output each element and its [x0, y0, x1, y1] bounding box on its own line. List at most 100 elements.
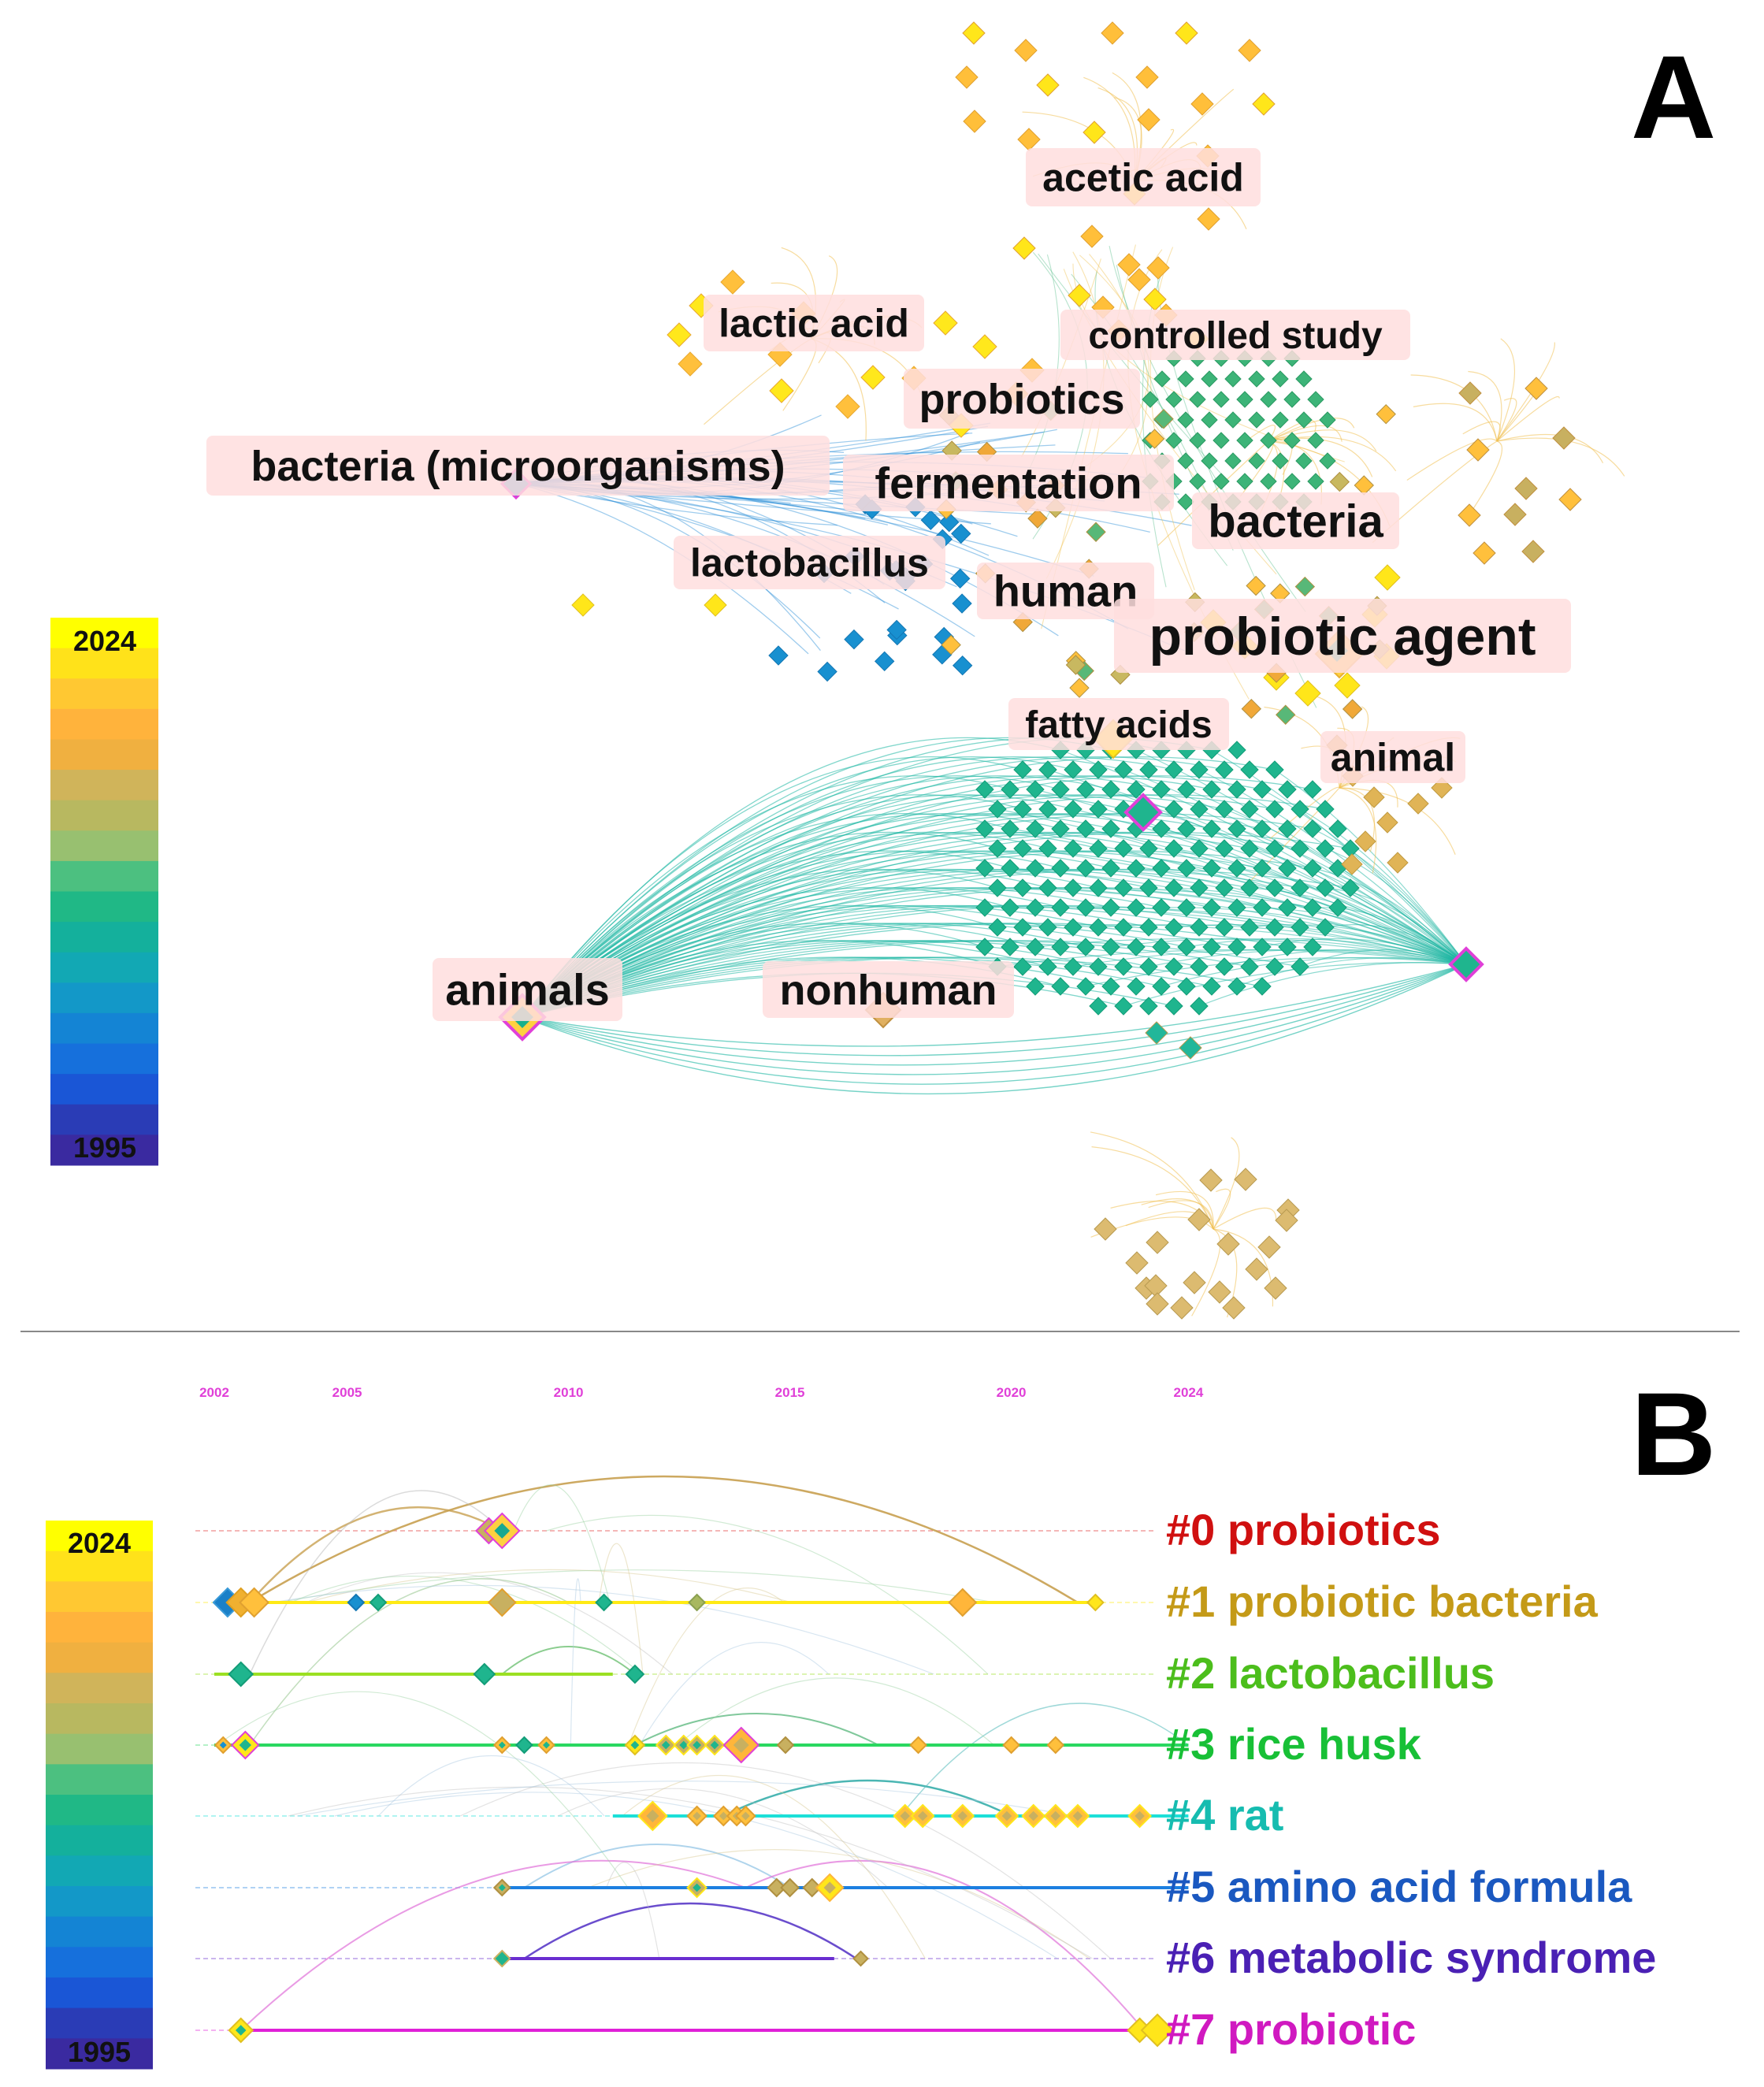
node: [1170, 1296, 1194, 1320]
timeline-node: [1140, 2013, 1175, 2048]
network-label-text: lactic acid: [719, 302, 909, 346]
legend-band: [50, 618, 158, 649]
node: [1164, 997, 1183, 1016]
node: [1187, 1208, 1211, 1231]
node: [1164, 878, 1183, 897]
node: [1238, 39, 1261, 62]
node: [1278, 819, 1297, 838]
node: [1177, 898, 1196, 917]
network-label: animals: [433, 958, 622, 1021]
node: [1240, 918, 1259, 937]
timeline-node-core: [494, 1523, 511, 1539]
node: [1272, 370, 1289, 388]
edge: [522, 886, 1263, 1018]
timeline-node: [1046, 1736, 1065, 1755]
legend-band: [50, 1104, 158, 1135]
node: [1139, 839, 1158, 858]
node: [1342, 699, 1363, 719]
node: [1275, 1209, 1298, 1232]
node: [1472, 541, 1496, 565]
node: [1026, 780, 1045, 799]
node: [1127, 780, 1146, 799]
timeline-arc: [249, 1490, 503, 1675]
edge: [1155, 1190, 1214, 1230]
legend-band: [46, 1886, 153, 1918]
node: [955, 65, 979, 89]
node: [1125, 1251, 1149, 1275]
edge: [1324, 924, 1467, 965]
timeline-arc: [570, 1578, 581, 1746]
node: [1319, 452, 1336, 470]
node: [1341, 853, 1363, 875]
label-background: [433, 958, 622, 1021]
node: [1189, 473, 1206, 490]
timeline-node: [776, 1736, 795, 1755]
network-label-text: lactobacillus: [690, 541, 929, 585]
node: [1234, 1168, 1257, 1191]
node: [952, 593, 972, 614]
label-background: [763, 961, 1014, 1018]
node: [1027, 508, 1048, 529]
node: [1051, 819, 1070, 838]
edge: [1109, 245, 1306, 612]
node: [1253, 977, 1272, 996]
edge: [1496, 342, 1555, 442]
timeline-node-core: [1050, 1810, 1061, 1821]
edge: [1469, 440, 1503, 514]
timeline-node: [595, 1593, 613, 1612]
network-label-text: fermentation: [875, 459, 1142, 508]
timeline-node-core: [498, 1884, 506, 1892]
node: [1064, 918, 1083, 937]
edge: [522, 964, 1467, 1047]
node: [1026, 859, 1045, 878]
node: [1127, 977, 1146, 996]
node: [1213, 473, 1230, 490]
node: [1215, 760, 1234, 779]
node: [1303, 859, 1322, 878]
node: [1283, 432, 1301, 449]
node: [1329, 471, 1350, 492]
node: [1236, 391, 1253, 408]
timeline-node: [688, 1593, 706, 1612]
node: [1101, 859, 1120, 878]
node: [1241, 698, 1262, 719]
node: [975, 859, 994, 878]
node: [1013, 957, 1032, 976]
edge: [1072, 949, 1467, 967]
legend-band: [46, 1764, 153, 1795]
timeline-node: [228, 1661, 254, 1688]
node: [975, 819, 994, 838]
legend-band: [46, 1550, 153, 1582]
legend-band: [46, 2007, 153, 2039]
cluster-label: #3 rice husk: [1166, 1719, 1422, 1769]
node: [1146, 1292, 1169, 1316]
node: [1253, 898, 1272, 917]
node: [1253, 938, 1272, 956]
timeline-nodes: [212, 1512, 1175, 2048]
node: [963, 110, 986, 133]
node: [1466, 438, 1490, 462]
node: [1202, 898, 1221, 917]
node: [1202, 780, 1221, 799]
node: [1114, 878, 1133, 897]
node: [1083, 121, 1106, 144]
edge: [1496, 338, 1516, 442]
node: [1190, 997, 1209, 1016]
year-color-legend-b: 2024 1995: [46, 1521, 153, 2070]
network-label: human: [977, 563, 1154, 619]
hub-node: [1448, 946, 1484, 982]
edge: [1299, 949, 1467, 967]
timeline-node-core: [661, 1740, 670, 1750]
node: [1260, 473, 1277, 490]
legend-band: [50, 1012, 158, 1045]
node: [1152, 819, 1171, 838]
year-color-legend-a: 2024 1995: [50, 618, 158, 1166]
node: [1001, 938, 1019, 956]
node: [1316, 839, 1335, 858]
network-label: lactic acid: [704, 295, 924, 351]
node: [1177, 452, 1194, 470]
cluster-guidelines: [195, 1530, 1154, 2031]
node: [1001, 898, 1019, 917]
timeline-arc: [546, 1514, 989, 1675]
network-label-text: probiotics: [919, 376, 1124, 423]
